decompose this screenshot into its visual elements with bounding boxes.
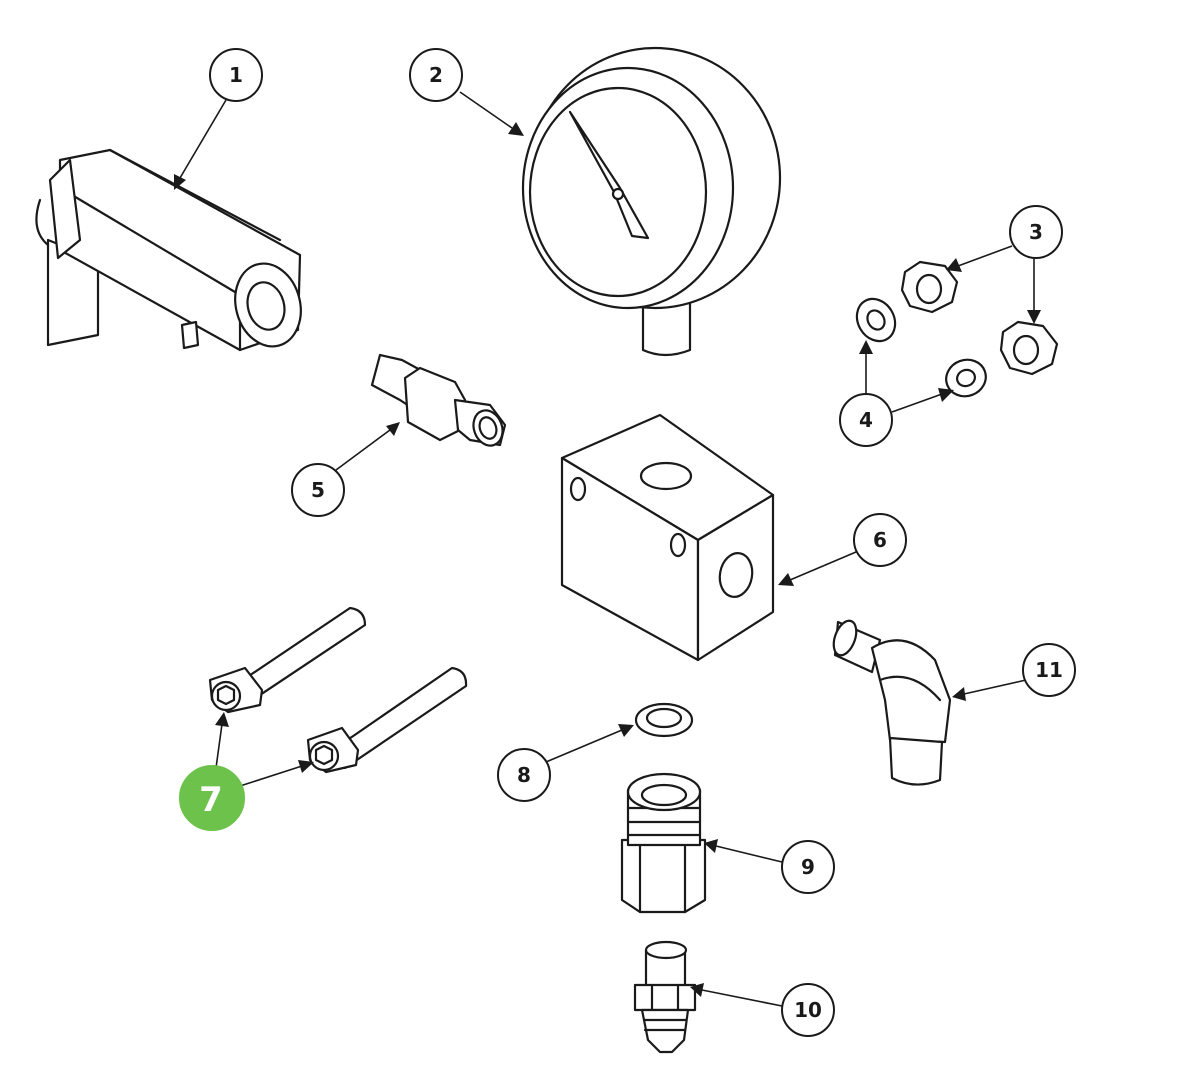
callout-label: 5: [311, 478, 325, 502]
part-2-gauge[interactable]: [521, 46, 782, 357]
part-8-oring[interactable]: [634, 702, 694, 738]
part-7-screws[interactable]: [208, 606, 468, 774]
part-5-union[interactable]: [370, 353, 507, 450]
callout-4[interactable]: 4: [839, 393, 893, 447]
callout-label: 8: [517, 763, 531, 787]
callout-1[interactable]: 1: [209, 48, 263, 102]
callout-10[interactable]: 10: [781, 983, 835, 1037]
callout-label: 6: [873, 528, 887, 552]
callout-2[interactable]: 2: [409, 48, 463, 102]
part-9-adapter[interactable]: [620, 772, 707, 914]
part-10-nipple[interactable]: [633, 940, 697, 1054]
callout-label: 4: [859, 408, 873, 432]
callout-label: 2: [429, 63, 443, 87]
callout-5[interactable]: 5: [291, 463, 345, 517]
callout-11[interactable]: 11: [1022, 643, 1076, 697]
callout-label: 1: [229, 63, 243, 87]
callout-8[interactable]: 8: [497, 748, 551, 802]
callout-label: 11: [1035, 658, 1063, 682]
callout-label: 3: [1029, 220, 1043, 244]
callout-9[interactable]: 9: [781, 840, 835, 894]
part-6-block[interactable]: [560, 413, 775, 662]
callout-label: 7: [199, 780, 223, 820]
callout-7[interactable]: 7: [179, 765, 245, 831]
callout-label: 10: [794, 998, 822, 1022]
callout-6[interactable]: 6: [853, 513, 907, 567]
callout-3[interactable]: 3: [1009, 205, 1063, 259]
part-1-valve[interactable]: [35, 148, 309, 354]
part-4-washers[interactable]: [849, 292, 991, 402]
callout-label: 9: [801, 855, 815, 879]
part-11-elbow[interactable]: [829, 618, 952, 786]
leader-lines: [174, 91, 1041, 1007]
part-3-nuts[interactable]: [900, 260, 1059, 376]
